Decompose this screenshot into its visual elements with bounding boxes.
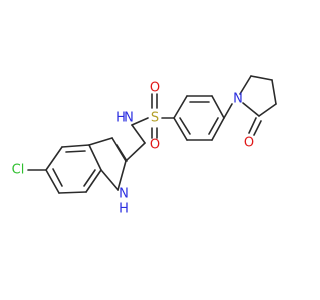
sulfonamide-hydrogen-label: H (116, 111, 126, 126)
sulfonyl-oxygen-top-label: O (150, 81, 160, 96)
sulfur-atom-label: S (151, 111, 159, 126)
chlorine-atom-label: Cl (12, 163, 25, 178)
bond (83, 169, 96, 187)
bond-layer (27, 75, 277, 194)
bond (179, 117, 191, 135)
bond (173, 95, 188, 119)
bond (271, 79, 277, 105)
bond (88, 144, 102, 171)
bond (45, 169, 60, 194)
sulfonyl-oxygen-bottom-label: O (150, 138, 160, 153)
sulfonamide-nitrogen-label: N (124, 111, 134, 126)
bond (58, 191, 87, 194)
bond (85, 169, 102, 193)
bond (45, 146, 63, 171)
lactam-oxygen-label: O (244, 136, 254, 151)
bond (61, 144, 90, 148)
bond (173, 117, 188, 141)
bond (253, 120, 262, 136)
bond (250, 75, 273, 81)
molecule-structure-diagram: Cl N H N H S O O N O (12, 75, 277, 217)
bond (242, 102, 260, 117)
indole-hydrogen-label: H (119, 202, 129, 217)
bond (88, 137, 113, 146)
bond (117, 160, 127, 191)
lactam-nitrogen-label: N (233, 92, 243, 107)
indole-nitrogen-label: N (119, 187, 129, 202)
bond (52, 168, 63, 187)
bond (65, 150, 86, 153)
atom-label-layer: Cl N H N H S O O N O (12, 81, 254, 217)
bond (223, 103, 233, 119)
bond (258, 103, 277, 117)
bond (131, 117, 149, 126)
bond (100, 169, 119, 191)
bond (239, 75, 252, 95)
bond (248, 117, 257, 134)
bond (211, 117, 225, 141)
bond (116, 144, 128, 162)
bond (211, 95, 225, 119)
bond (125, 142, 146, 162)
bond (131, 124, 146, 144)
bond (208, 117, 219, 135)
